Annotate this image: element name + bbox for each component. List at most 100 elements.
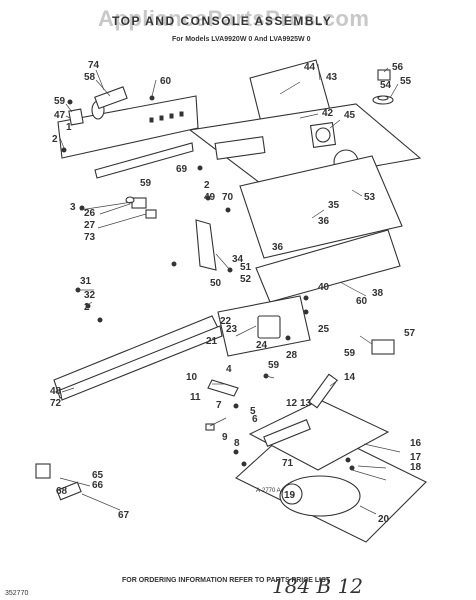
callout-label: 73 — [84, 232, 96, 243]
callout-label: 35 — [328, 200, 340, 211]
callout-label: 40 — [318, 282, 330, 293]
callout-label: 9 — [222, 432, 228, 443]
callout-label: 48 — [50, 386, 62, 397]
callout-label: 53 — [364, 192, 376, 203]
callout-label: 67 — [118, 510, 130, 521]
knob-and-dial — [372, 69, 394, 105]
callout-label: 25 — [318, 324, 330, 335]
callout-label: 68 — [56, 486, 68, 497]
callout-label: 42 — [322, 108, 334, 119]
selector-knob — [309, 121, 337, 149]
callout-label: 2 — [84, 302, 90, 313]
callout-label: 11 — [190, 392, 201, 403]
end-cap-bracket — [195, 219, 217, 271]
terminal-block — [35, 463, 82, 501]
callout-label: 44 — [304, 62, 316, 73]
callout-label: 36 — [272, 242, 284, 253]
callout-label: 59 — [140, 178, 152, 189]
diagram-title: TOP AND CONSOLE ASSEMBLY — [112, 14, 333, 28]
callout-label: 54 — [380, 80, 392, 91]
callout-label: 43 — [326, 72, 338, 83]
watermark: AppliancePartsPros.com — [98, 6, 370, 31]
lens-window — [214, 136, 266, 160]
callout-label: 34 — [232, 254, 244, 265]
callout-label: 22 — [220, 316, 232, 327]
tub-opening — [279, 475, 361, 517]
drain-fitting — [281, 483, 303, 505]
callout-label: 65 — [92, 470, 104, 481]
callout-label: 2 — [204, 180, 210, 191]
washer-top-panel — [248, 399, 390, 471]
callout-label: 59 — [54, 96, 66, 107]
callout-label: 8 — [234, 438, 240, 449]
callout-label: 47 — [54, 110, 66, 121]
callout-label: 31 — [80, 276, 92, 287]
console-back-panel — [57, 95, 199, 159]
callout-label: 45 — [344, 110, 356, 121]
trim-strip-lower — [59, 325, 223, 401]
console-housing — [239, 155, 403, 259]
console-rear-cover — [255, 229, 401, 303]
lid-hinge — [263, 419, 311, 447]
callout-label: 16 — [410, 438, 422, 449]
callout-label: 17 — [410, 452, 422, 463]
callout-label: 58 — [84, 72, 96, 83]
lid-switch — [371, 339, 395, 355]
console-trim-strip — [94, 142, 194, 179]
leader-lines — [59, 63, 401, 515]
callout-label: 49 — [204, 192, 216, 203]
callout-label: 52 — [240, 274, 252, 285]
callout-label: 38 — [372, 288, 384, 299]
callout-label: 74 — [88, 60, 100, 71]
callout-label: 5 — [250, 406, 256, 417]
timer-knob — [91, 86, 128, 120]
callout-label: 19 — [284, 490, 296, 501]
callout-label: 26 — [84, 208, 96, 219]
callout-label: 70 — [222, 192, 234, 203]
switch-assembly — [125, 196, 157, 219]
callout-label: 59 — [344, 348, 356, 359]
lid-seal-strip — [308, 373, 338, 409]
callout-label: 1 — [66, 122, 72, 133]
callout-label: 71 — [282, 458, 294, 469]
callout-label: 72 — [50, 398, 62, 409]
callout-label: 20 — [378, 514, 390, 525]
callout-label: 12 — [286, 398, 298, 409]
callout-label: 57 — [404, 328, 416, 339]
callout-label: 28 — [286, 350, 298, 361]
callout-label: 59 — [268, 360, 280, 371]
callout-label: 3 — [70, 202, 76, 213]
ordering-note: FOR ORDERING INFORMATION REFER TO PARTS … — [122, 577, 331, 584]
callout-label: 36 — [318, 216, 330, 227]
callout-label: 6 — [252, 414, 258, 425]
callout-label: 18 — [410, 462, 422, 473]
callout-label: 66 — [92, 480, 104, 491]
callout-label: 23 — [226, 324, 238, 335]
handwritten-note: 184 B 12 — [272, 574, 364, 598]
hardware-screws — [61, 95, 355, 471]
callout-label: 55 — [400, 76, 412, 87]
callout-label: 10 — [186, 372, 198, 383]
callout-label: 32 — [84, 290, 96, 301]
console-panel-holes — [149, 111, 184, 123]
callout-label: 14 — [344, 372, 356, 383]
callout-label: 27 — [84, 220, 96, 231]
model-subtitle: For Models LVA9920W 0 And LVA9925W 0 — [172, 36, 311, 43]
figure-code: A-2770 A — [256, 488, 281, 494]
callout-label: 4 — [226, 364, 232, 375]
callout-label: 13 — [300, 398, 312, 409]
switch-block — [68, 108, 84, 126]
callout-label: 2 — [52, 134, 58, 145]
callout-label: 51 — [240, 262, 252, 273]
callout-label: 50 — [210, 278, 222, 289]
callout-label: 69 — [176, 164, 188, 175]
callout-label: 60 — [356, 296, 368, 307]
pressure-switch — [257, 315, 281, 339]
document-code: 352770 — [5, 590, 29, 597]
callout-label: 7 — [216, 400, 222, 411]
callout-label: 56 — [392, 62, 404, 73]
callout-label: 21 — [206, 336, 218, 347]
callout-label: 60 — [160, 76, 172, 87]
